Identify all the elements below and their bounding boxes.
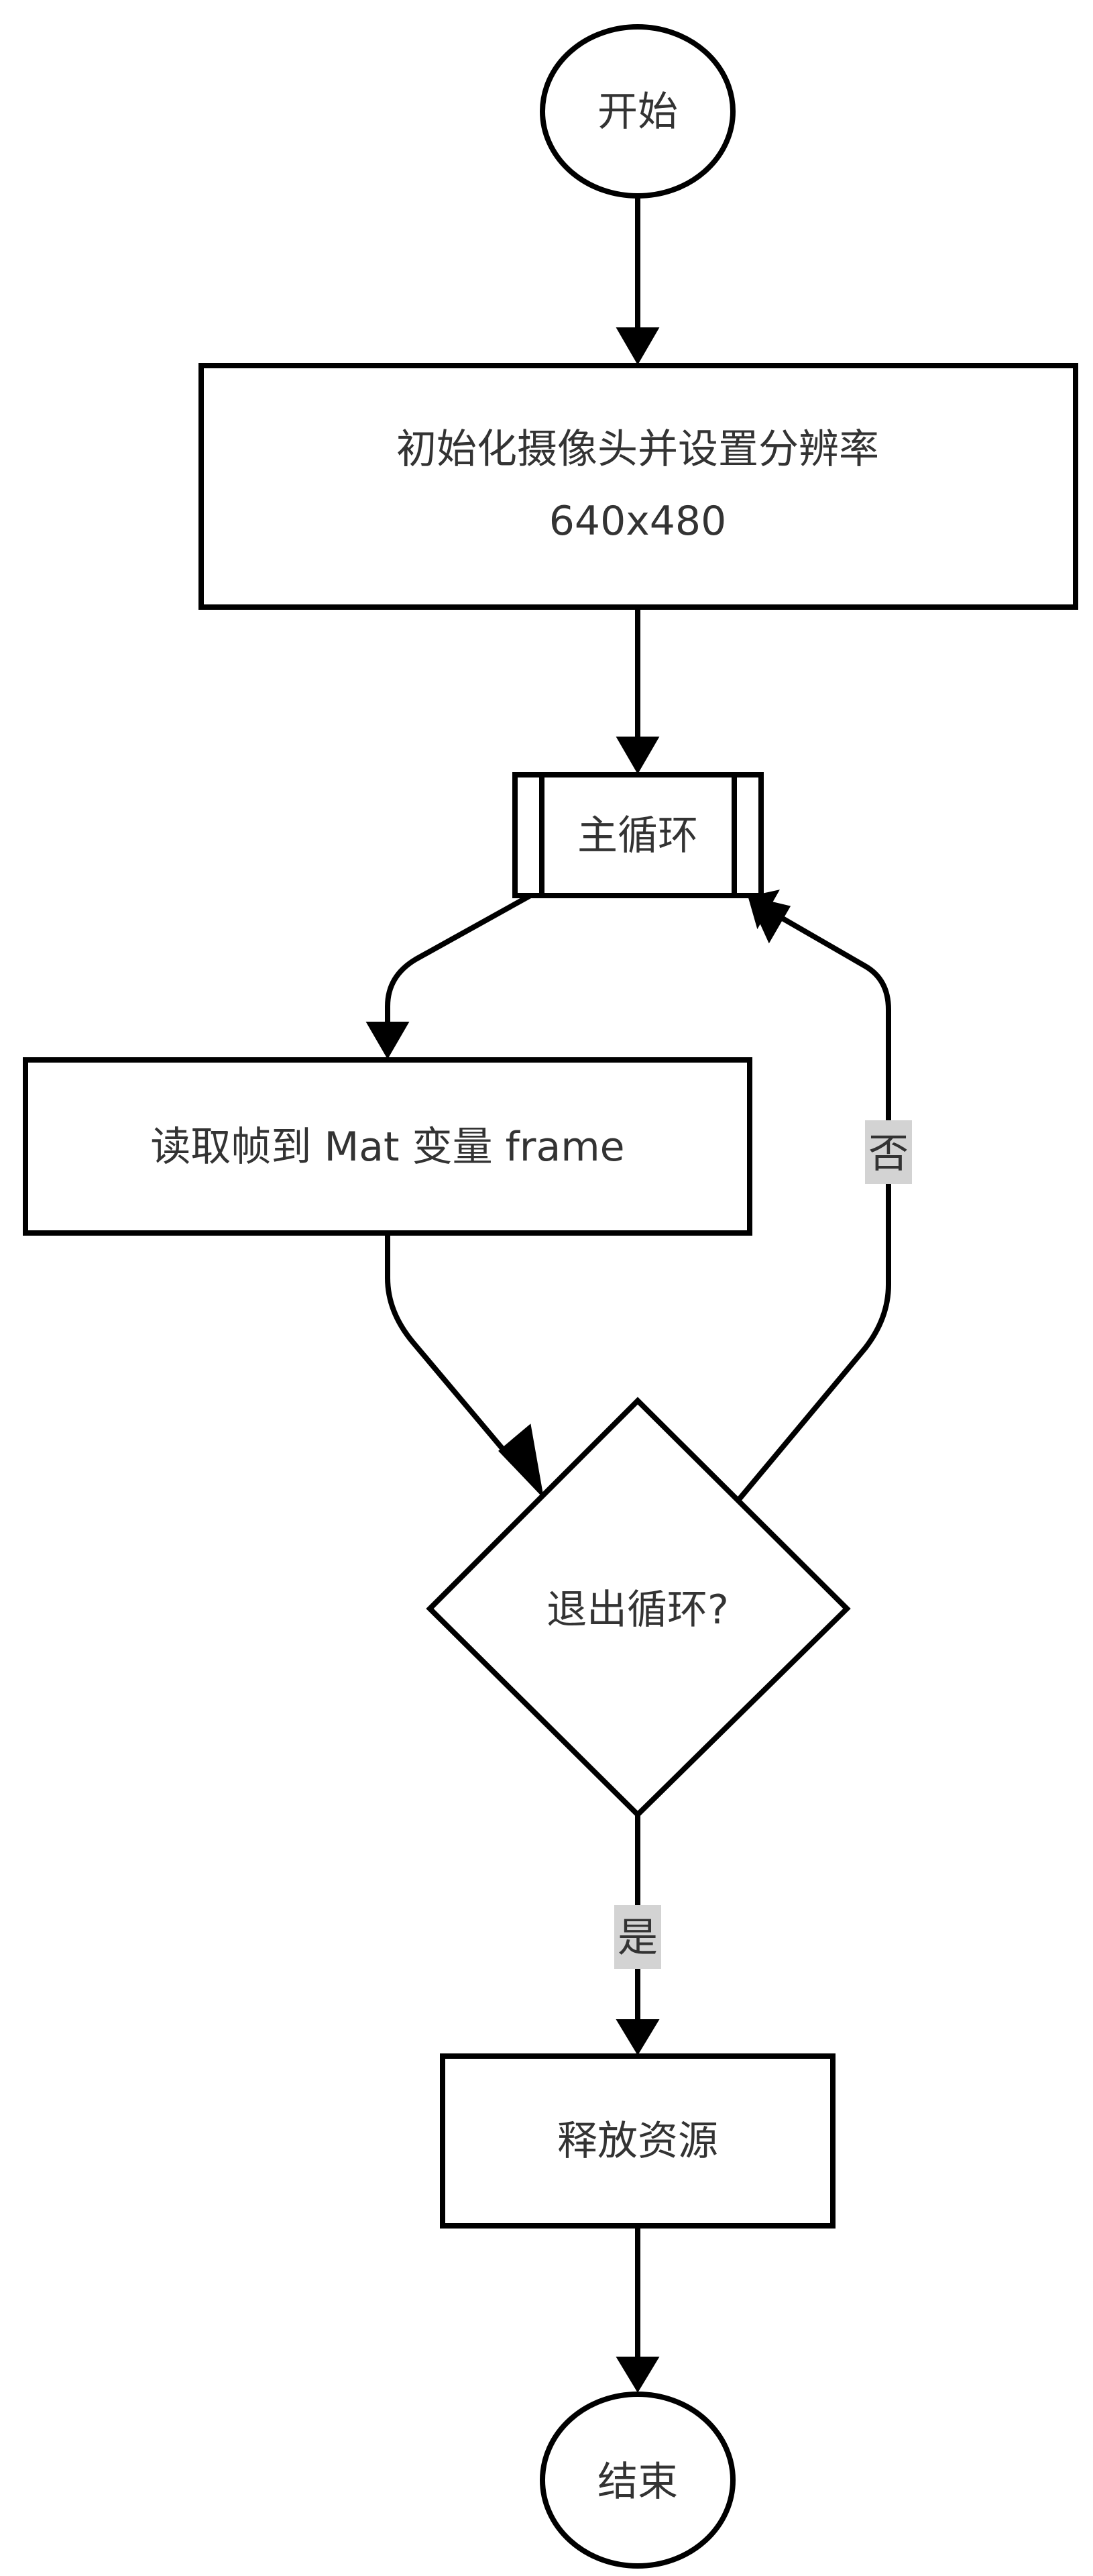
node-start-label: 开始 [597, 89, 678, 136]
edge-init-to-loop [616, 607, 660, 774]
node-read: 读取帧到 Mat 变量 frame [23, 1057, 752, 1236]
node-end-label: 结束 [597, 2459, 678, 2506]
node-read-label: 读取帧到 Mat 变量 frame [150, 1124, 624, 1171]
node-init-label-line2: 640x480 [549, 498, 727, 545]
edge-release-to-end [616, 2226, 660, 2393]
node-release: 释放资源 [440, 2053, 836, 2229]
edge-decision-to-loop [734, 890, 891, 1505]
node-init-label-line1: 初始化摄像头并设置分辨率 [396, 426, 879, 473]
node-decision-label: 退出循环? [546, 1587, 729, 1633]
edge-label-no-text: 否 [868, 1130, 909, 1177]
node-decision: 退出循环? [426, 1397, 851, 1819]
node-end: 结束 [540, 2392, 736, 2569]
node-init: 初始化摄像头并设置分辨率 640x480 [198, 363, 1078, 610]
node-release-label: 释放资源 [557, 2118, 718, 2165]
edge-read-to-decision [385, 1233, 544, 1499]
edge-label-yes: 是 [614, 1905, 661, 1969]
edge-start-to-init [616, 196, 660, 365]
edge-label-no: 否 [865, 1120, 912, 1184]
node-loop-label: 主循环 [577, 812, 698, 859]
edge-loop-to-read [365, 890, 538, 1059]
edge-label-yes-text: 是 [618, 1915, 658, 1962]
node-start: 开始 [540, 24, 736, 199]
node-loop: 主循环 [512, 772, 764, 898]
